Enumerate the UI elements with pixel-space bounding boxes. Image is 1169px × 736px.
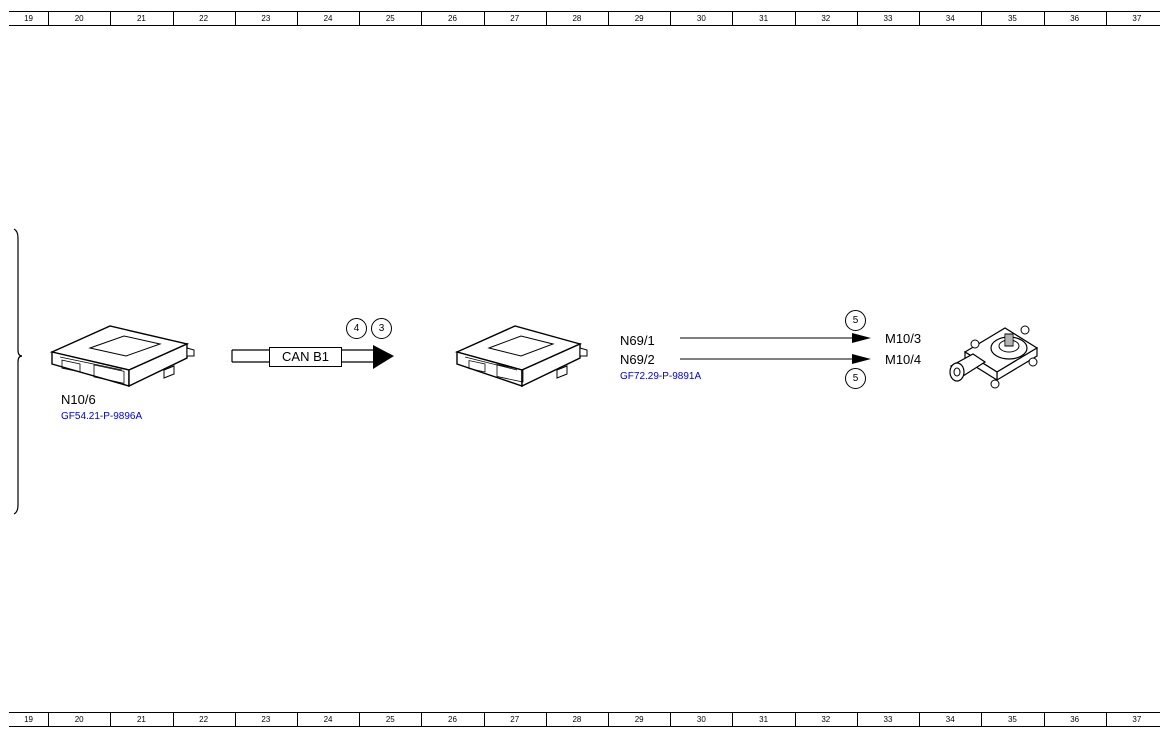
top-grid-ruler: 19 20 21 22 23 24 25 26 27 28 29 30 31 32 33 34 35 36 37 [9,11,1160,26]
ruler-cell: 21 [136,715,146,724]
ruler-tick [1105,713,1107,726]
ruler-tick [1043,713,1045,726]
ruler-tick [421,713,423,726]
bottom-grid-ruler: 19 20 21 22 23 24 25 26 27 28 29 30 31 32 33 34 35 36 37 [9,712,1160,727]
target-module-ref-link[interactable]: GF72.29-P-9891A [620,371,702,382]
can-badge-1: 4 [346,318,367,339]
ruler-tick [234,12,236,25]
ruler-cell: 20 [74,715,84,724]
ruler-cell: 32 [821,14,831,23]
ruler-tick [608,12,610,25]
ruler-tick [172,713,174,726]
ruler-tick [483,12,485,25]
ruler-cell: 25 [385,14,395,23]
ruler-cell: 23 [261,715,271,724]
ruler-tick [670,12,672,25]
ruler-tick [794,713,796,726]
ruler-cell: 24 [323,715,333,724]
signal-arrow-2 [680,354,871,364]
ruler-tick [296,12,298,25]
ruler-cell: 29 [634,14,644,23]
ruler-cell: 34 [945,14,955,23]
ruler-tick [110,713,112,726]
ruler-tick [1105,12,1107,25]
ruler-tick [981,12,983,25]
ruler-cell: 21 [136,14,146,23]
ruler-cell: 22 [199,14,209,23]
control-unit-icon [454,325,588,388]
ruler-tick [794,12,796,25]
ruler-cell: 26 [448,715,457,724]
ruler-cell: 37 [1132,715,1142,724]
ruler-cell: 28 [572,14,582,23]
ruler-tick [856,713,858,726]
ruler-cell: 33 [883,715,893,724]
ruler-cell: 37 [1132,14,1142,23]
ruler-cell: 31 [759,14,769,23]
ruler-cell: 34 [945,715,955,724]
ruler-tick [608,713,610,726]
can-badge-2: 3 [371,318,392,339]
ruler-cell: 33 [883,14,893,23]
ruler-tick [48,12,50,25]
signal-arrow-1 [680,333,871,343]
ruler-tick [919,713,921,726]
ruler-tick [545,713,547,726]
ruler-cell: 23 [261,14,271,23]
ruler-cell: 24 [323,14,333,23]
ruler-tick [856,12,858,25]
can-bus-label: CAN B1 [269,347,342,367]
group-brace [13,228,23,515]
ruler-tick [172,12,174,25]
ruler-cell: 30 [696,14,706,23]
ruler-tick [670,713,672,726]
ruler-cell: 29 [634,715,644,724]
output-label-2: N69/2 [620,352,655,367]
ruler-cell: 19 [24,715,33,724]
connection-badge-1: 5 [845,310,866,331]
ruler-tick [110,12,112,25]
ruler-cell: 32 [821,715,831,724]
ruler-tick [296,713,298,726]
ruler-cell: 22 [199,715,209,724]
ruler-cell: 25 [385,715,395,724]
ruler-tick [234,713,236,726]
motor-label-2: M10/4 [885,352,922,367]
ruler-tick [919,12,921,25]
motor-label-1: M10/3 [885,331,922,346]
ruler-cell: 27 [510,715,520,724]
ruler-cell: 27 [510,14,520,23]
ruler-cell: 36 [1070,715,1080,724]
ruler-cell: 28 [572,715,582,724]
ruler-tick [359,12,361,25]
ruler-cell: 35 [1007,14,1017,23]
ruler-cell: 19 [24,14,33,23]
connection-badge-2: 5 [845,368,866,389]
ruler-cell: 20 [74,14,84,23]
ruler-tick [483,713,485,726]
output-label-1: N69/1 [620,333,655,348]
control-unit-icon [49,325,195,388]
ruler-cell: 35 [1007,715,1017,724]
ruler-tick [421,12,423,25]
ruler-cell: 31 [759,715,769,724]
ruler-tick [732,12,734,25]
ruler-cell: 26 [448,14,457,23]
ruler-tick [545,12,547,25]
ruler-tick [981,713,983,726]
source-module-label: N10/6 [61,392,96,407]
source-module-ref-link[interactable]: GF54.21-P-9896A [61,411,143,422]
ruler-tick [48,713,50,726]
window-motor-icon [949,325,1039,389]
ruler-cell: 30 [696,715,706,724]
ruler-tick [359,713,361,726]
ruler-cell: 36 [1070,14,1080,23]
ruler-tick [1043,12,1045,25]
ruler-tick [732,713,734,726]
